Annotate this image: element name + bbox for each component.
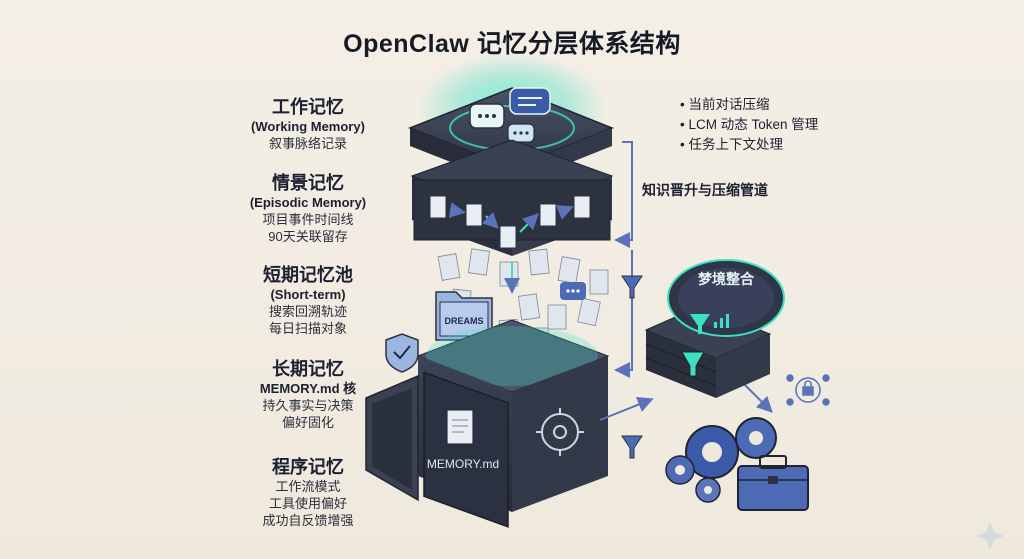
dream-label: 梦境整合 [698, 271, 755, 287]
toolbox-icon [738, 456, 808, 510]
vault-door [366, 376, 418, 500]
shield-check-icon [386, 334, 418, 372]
lock-network-icon [787, 375, 829, 405]
memory-document-icon [447, 410, 473, 444]
folder-label: DREAMS [444, 316, 483, 326]
vault-label: MEMORY.md [427, 457, 499, 471]
sparkle-icon [976, 522, 1004, 550]
dream-consolidation-disc: 梦境整合 [668, 260, 784, 336]
chat-bubble-icon [560, 282, 586, 300]
